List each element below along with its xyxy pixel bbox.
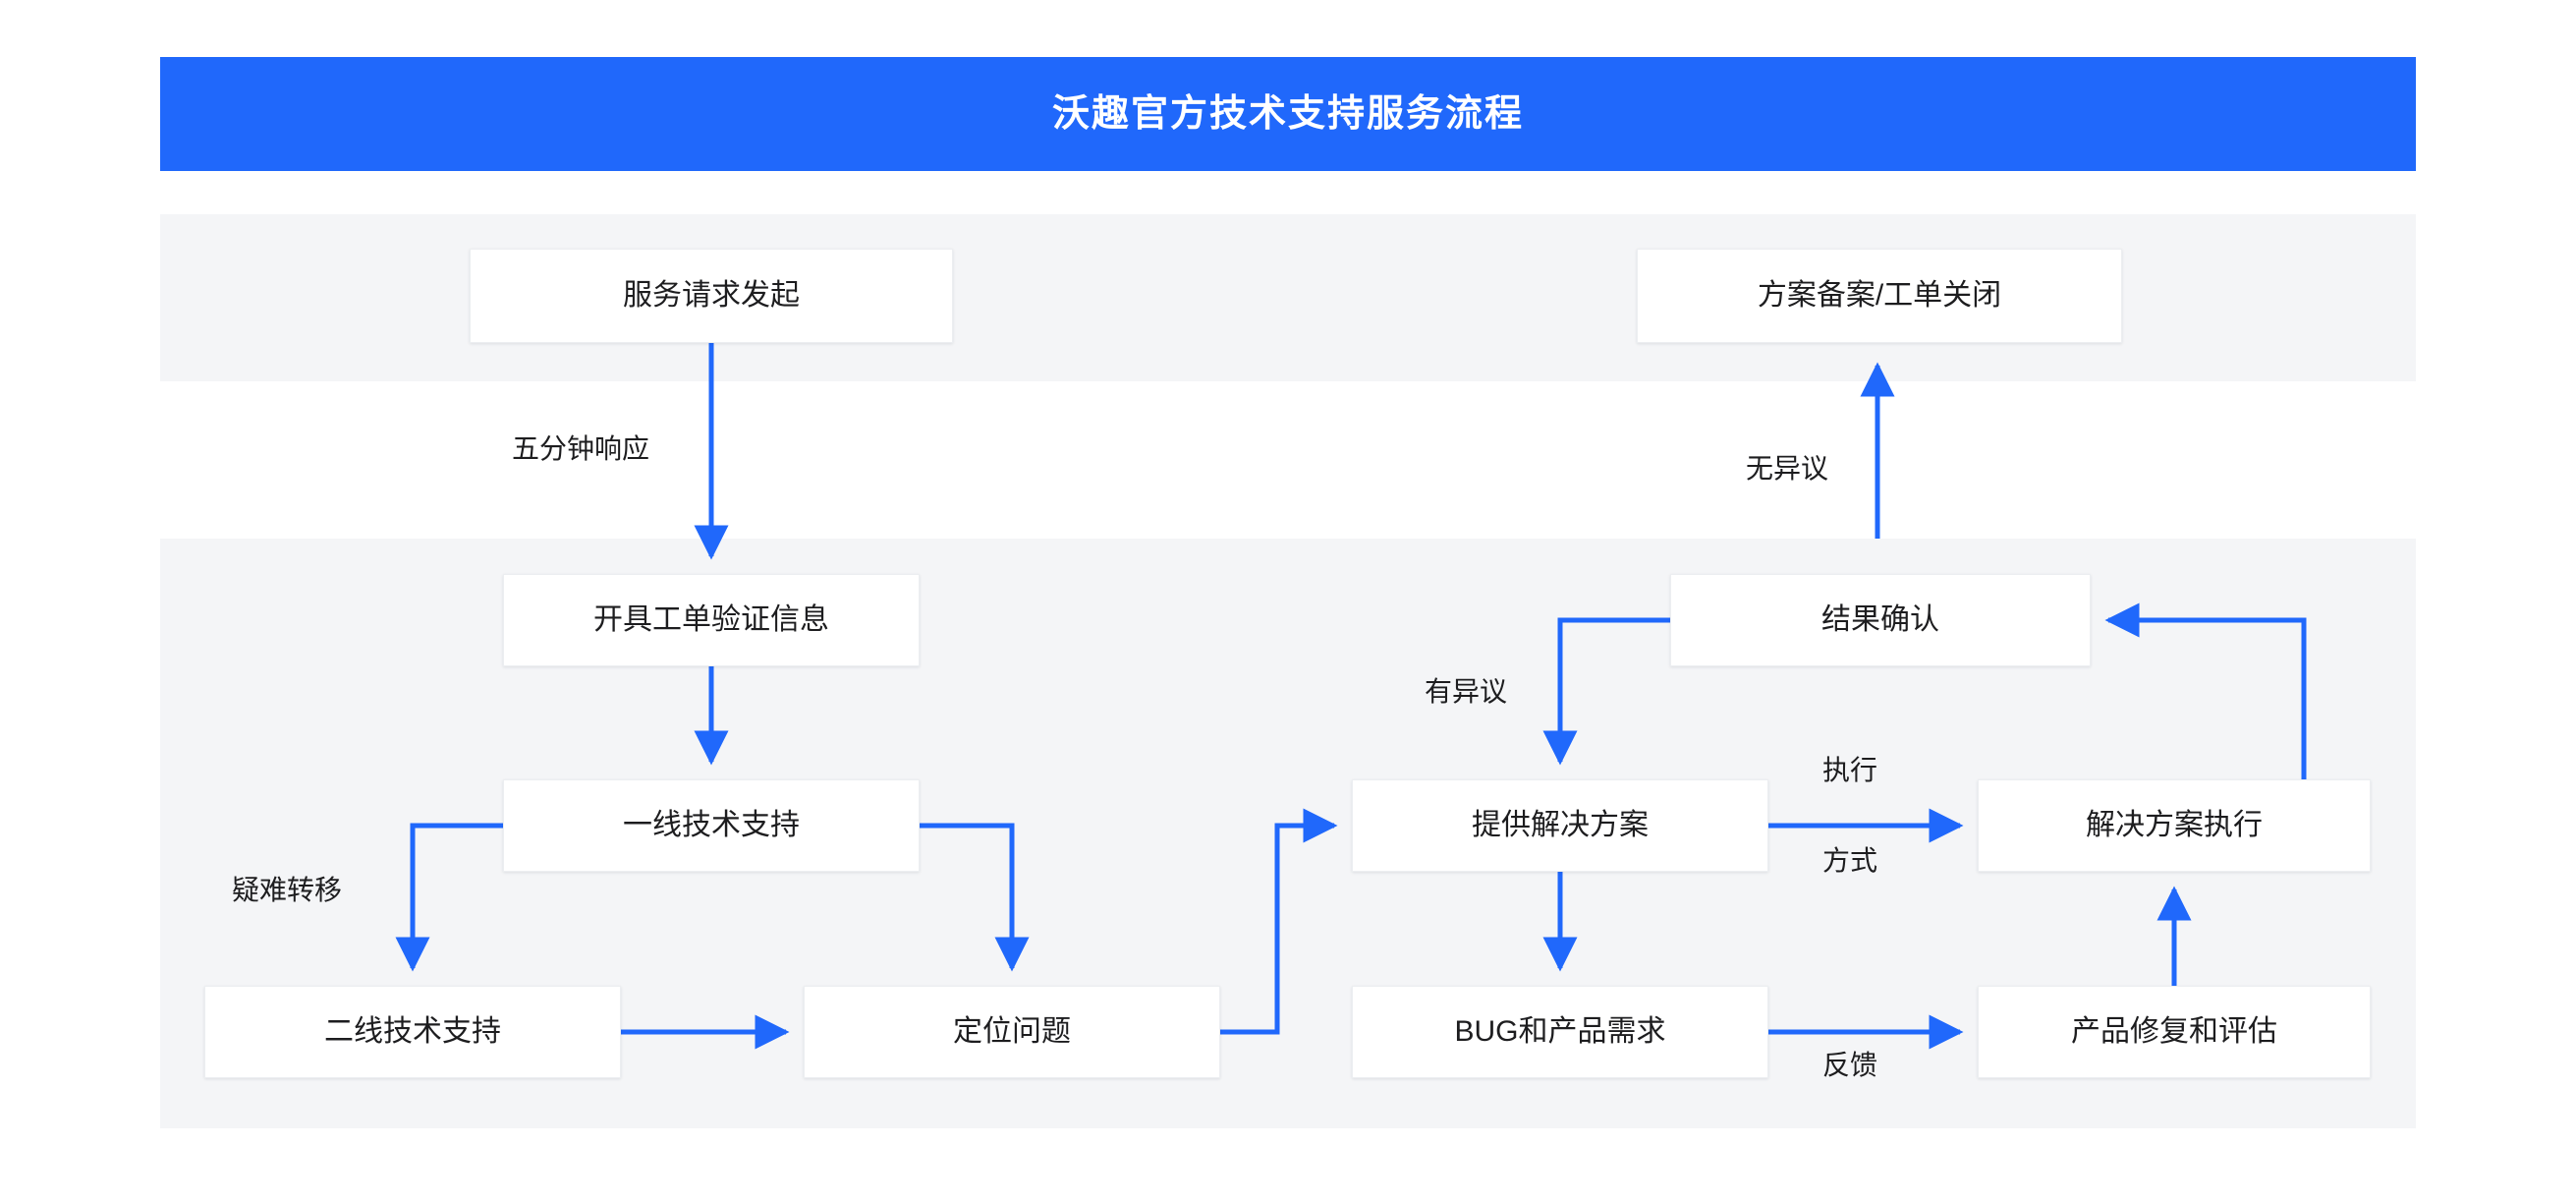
node-product-repair-and-evaluation[interactable]: 产品修复和评估 — [1978, 986, 2371, 1078]
node-label: 提供解决方案 — [1472, 809, 1649, 841]
node-label: 一线技术支持 — [623, 809, 800, 841]
edge-label-has-objection: 有异议 — [1425, 676, 1508, 707]
node-label: 开具工单验证信息 — [593, 603, 829, 636]
edge-label-way: 方式 — [1822, 845, 1878, 876]
node-service-request[interactable]: 服务请求发起 — [470, 249, 953, 343]
node-label: 二线技术支持 — [324, 1015, 501, 1048]
edge-label-no-objection: 无异议 — [1746, 453, 1829, 484]
node-label: 定位问题 — [953, 1015, 1071, 1048]
page-title: 沃趣官方技术支持服务流程 — [1051, 93, 1524, 135]
node-label: BUG和产品需求 — [1454, 1015, 1666, 1048]
node-first-line-support[interactable]: 一线技术支持 — [503, 779, 920, 872]
edge-label-five-minute-response: 五分钟响应 — [512, 433, 650, 464]
node-solution-execution[interactable]: 解决方案执行 — [1978, 779, 2371, 872]
node-second-line-support[interactable]: 二线技术支持 — [204, 986, 621, 1078]
node-bug-and-product-requirement[interactable]: BUG和产品需求 — [1352, 986, 1768, 1078]
edge-label-feedback: 反馈 — [1822, 1050, 1878, 1080]
node-label: 产品修复和评估 — [2071, 1015, 2277, 1048]
page-title-banner: 沃趣官方技术支持服务流程 — [160, 57, 2416, 171]
node-issue-ticket-verify-info[interactable]: 开具工单验证信息 — [503, 574, 920, 666]
node-label: 服务请求发起 — [623, 279, 800, 312]
node-label: 方案备案/工单关闭 — [1757, 279, 2002, 312]
node-result-confirmation[interactable]: 结果确认 — [1670, 574, 2091, 666]
node-locate-problem[interactable]: 定位问题 — [804, 986, 1220, 1078]
edge-label-difficult-transfer: 疑难转移 — [232, 875, 343, 905]
node-plan-filing-ticket-close[interactable]: 方案备案/工单关闭 — [1637, 249, 2122, 343]
node-label: 结果确认 — [1821, 603, 1939, 636]
node-provide-solution[interactable]: 提供解决方案 — [1352, 779, 1768, 872]
node-label: 解决方案执行 — [2086, 809, 2263, 841]
edge-label-execute: 执行 — [1822, 755, 1878, 785]
